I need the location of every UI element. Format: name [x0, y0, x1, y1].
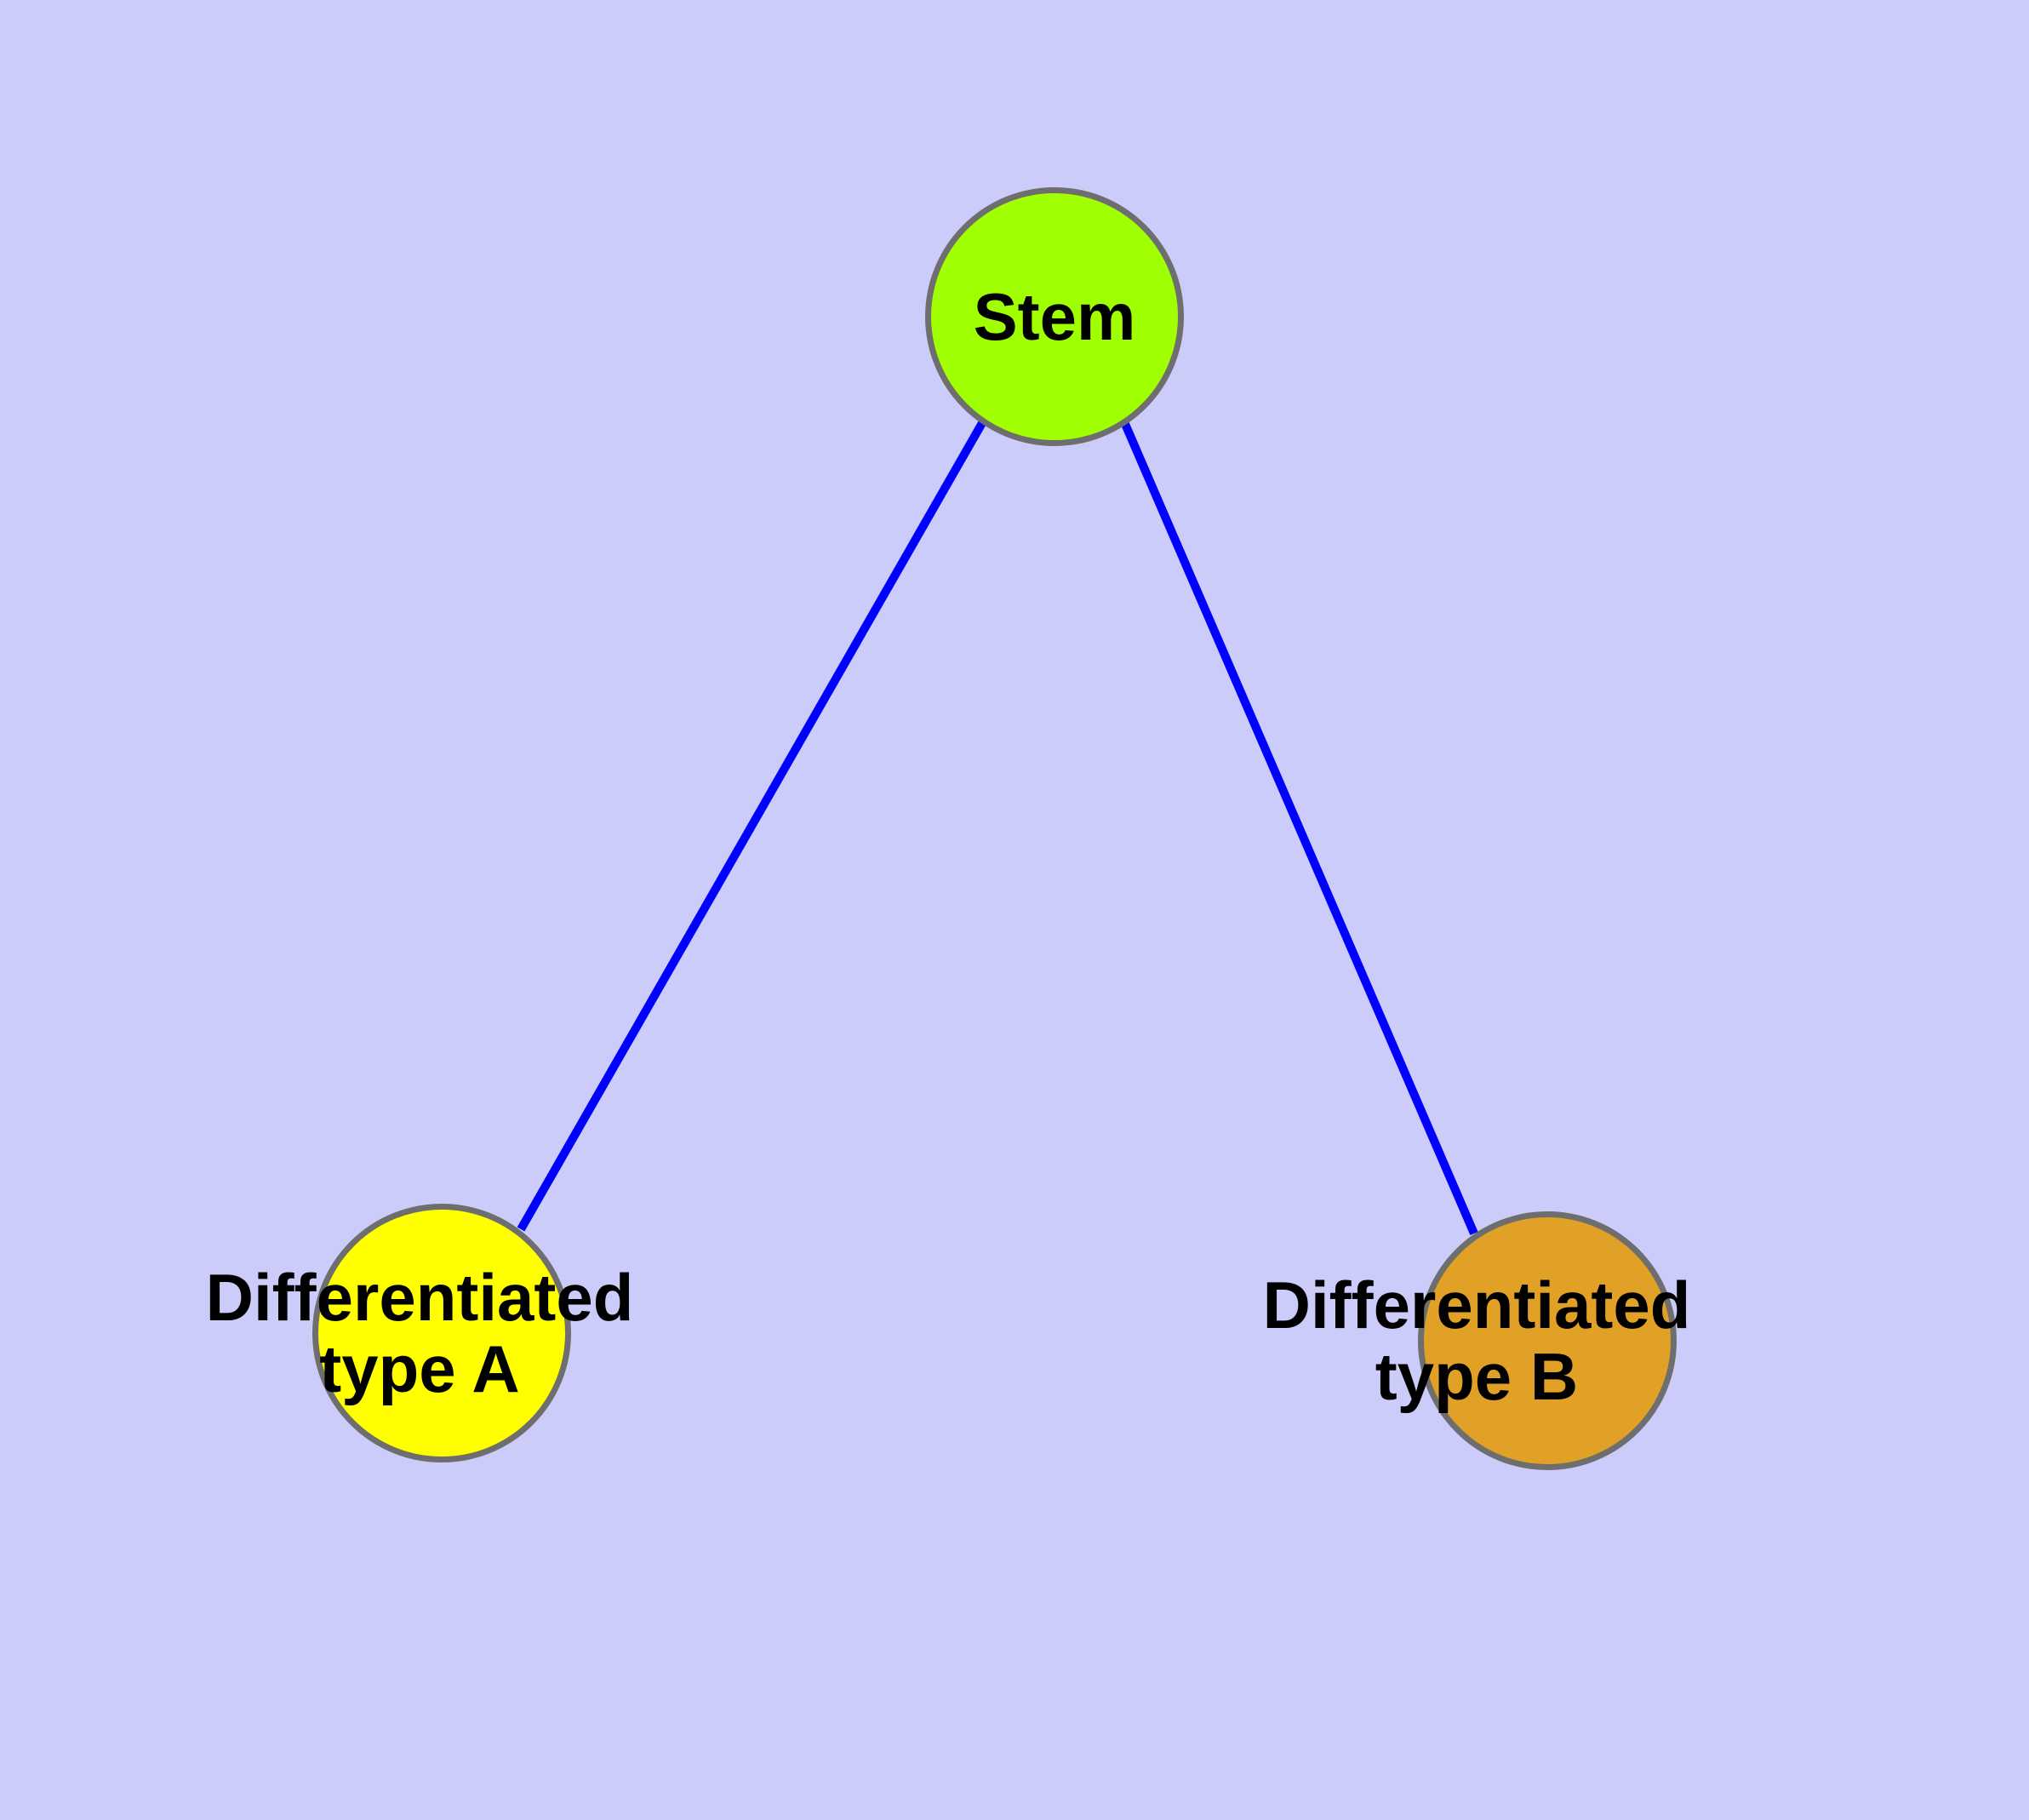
node-layer	[312, 187, 1677, 1470]
edge-stem-to-differentiated-type-a[interactable]	[517, 421, 986, 1232]
node-differentiated-type-b[interactable]	[1418, 1211, 1677, 1470]
edge-layer	[517, 421, 1478, 1235]
node-differentiated-type-a[interactable]	[312, 1204, 571, 1462]
node-stem[interactable]	[925, 187, 1184, 446]
edge-stem-to-differentiated-type-b[interactable]	[1121, 422, 1478, 1235]
